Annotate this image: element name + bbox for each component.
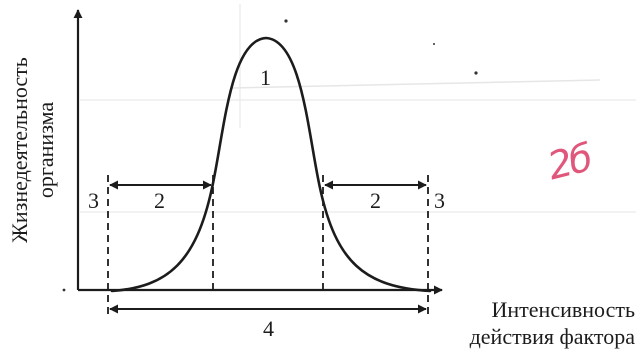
- zone-label-limit-right: 3: [434, 188, 445, 213]
- tolerance-curve: [110, 36, 432, 293]
- y-axis-label-line2: организма: [33, 101, 58, 199]
- zone-label-pessimum-left: 2: [154, 188, 165, 213]
- x-axis-label-line1: Интенсивность: [491, 297, 635, 322]
- x-axis-label-line2: действия фактора: [469, 324, 635, 349]
- zone-label-optimum: 1: [260, 65, 271, 90]
- x-axis-label: Интенсивность действия фактора: [470, 296, 635, 350]
- y-axis-label-line1: Жизнедеятельность: [7, 57, 32, 243]
- background-bleed-through: [80, 4, 636, 213]
- y-axis-label: Жизнедеятельность организма: [2, 0, 64, 300]
- zone-label-pessimum-right: 2: [370, 188, 381, 213]
- zone-label-tolerance: 4: [263, 316, 274, 341]
- scan-specks: [62, 19, 478, 292]
- zone-boundaries: [107, 175, 429, 314]
- zone-label-limit-left: 3: [88, 188, 99, 213]
